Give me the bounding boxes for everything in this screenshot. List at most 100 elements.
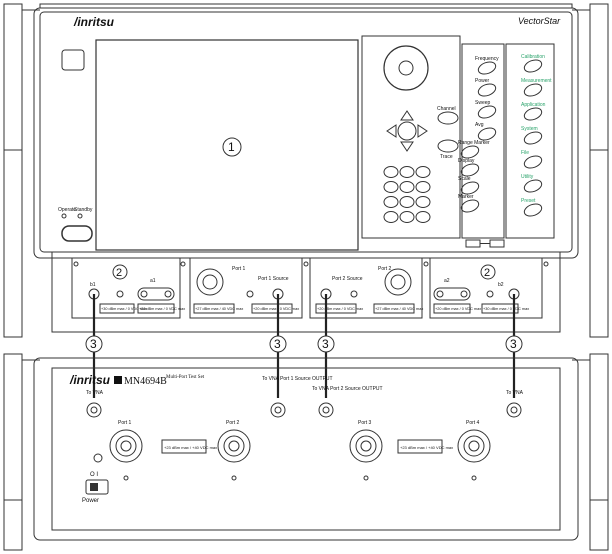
vna-port1-outer[interactable] xyxy=(196,268,224,296)
spec-a2: +20 dBm max / 0 VDC max xyxy=(435,307,481,311)
mn-port3-label: Port 3 xyxy=(358,420,372,426)
function-label: Frequency xyxy=(475,56,499,62)
system-key[interactable] xyxy=(523,82,544,98)
cable-1-callout: 3 xyxy=(90,337,97,351)
system-label: Preset xyxy=(521,198,536,204)
vna-frame xyxy=(3,3,609,338)
operate-label: Operate xyxy=(58,207,76,213)
system-key[interactable] xyxy=(523,154,544,170)
port2-source-output: To VNA Port 2 Source OUTPUT xyxy=(312,386,383,392)
mn-port4-outer[interactable] xyxy=(457,429,491,463)
system-label: Measurement xyxy=(521,78,552,84)
mn-port1-label: Port 1 xyxy=(118,420,132,426)
vna-series: VectorStar xyxy=(518,16,561,26)
marker-key[interactable] xyxy=(460,162,481,178)
warning-box-1 xyxy=(161,439,207,454)
system-key[interactable] xyxy=(523,202,544,218)
system-key[interactable] xyxy=(523,58,544,74)
mn-port3-outer[interactable] xyxy=(349,429,383,463)
keypad-key[interactable] xyxy=(415,181,431,193)
channel-key[interactable] xyxy=(437,111,459,125)
keypad-key[interactable] xyxy=(383,166,399,178)
system-key[interactable] xyxy=(523,130,544,146)
b2-label: b2 xyxy=(498,282,504,288)
mn-port1-outer[interactable] xyxy=(109,429,143,463)
keypad-key[interactable] xyxy=(399,166,415,178)
left-arrow-key[interactable] xyxy=(386,124,397,138)
system-label: Calibration xyxy=(521,54,545,60)
function-key[interactable] xyxy=(477,82,498,98)
spec-port2: +27 dBm max / 40 VDC max xyxy=(375,307,423,311)
mn-port2-source-connector[interactable] xyxy=(318,402,334,418)
indicator-right xyxy=(489,239,505,248)
system-label: File xyxy=(521,150,529,156)
function-key[interactable] xyxy=(477,104,498,120)
vna-modules xyxy=(71,257,549,319)
mn-logo-square xyxy=(114,376,122,384)
marker-key[interactable] xyxy=(460,180,481,196)
a1-jumper[interactable] xyxy=(137,287,175,301)
mn-model-sub: Multi-Port Test Set xyxy=(166,375,205,380)
trace-label: Trace xyxy=(440,154,453,160)
function-label: Avg xyxy=(475,122,484,128)
up-arrow-key[interactable] xyxy=(400,110,414,121)
a2-jumper[interactable] xyxy=(433,287,471,301)
vna-port2-outer[interactable] xyxy=(384,268,412,296)
standby-label: Standby xyxy=(74,207,93,213)
port1-source-output: To VNA Port 1 Source OUTPUT xyxy=(262,376,333,382)
callout-2-left-circle xyxy=(112,264,128,280)
marker-key[interactable] xyxy=(460,144,481,160)
function-key[interactable] xyxy=(477,60,498,76)
keypad-key[interactable] xyxy=(399,181,415,193)
rotary-knob[interactable] xyxy=(383,45,429,91)
system-key[interactable] xyxy=(523,106,544,122)
marker-key[interactable] xyxy=(460,198,481,214)
function-label: Sweep xyxy=(475,100,491,106)
indicator-left xyxy=(465,239,481,248)
b1-label: b1 xyxy=(90,282,96,288)
keypad-key[interactable] xyxy=(415,211,431,223)
callout-2-right: 2 xyxy=(484,267,490,279)
port2-label: Port 2 xyxy=(378,266,392,272)
a1-label: a1 xyxy=(150,278,156,284)
function-label: Power xyxy=(475,78,490,84)
system-label: Utility xyxy=(521,174,534,180)
mn-port2-label: Port 2 xyxy=(226,420,240,426)
mn-port1-source-connector[interactable] xyxy=(270,402,286,418)
mn-to-vna-1-connector[interactable] xyxy=(86,402,102,418)
spec-a1: +20 dBm max / 0 VDC max xyxy=(139,307,185,311)
port1-source-label: Port 1 Source xyxy=(258,276,289,282)
trace-key[interactable] xyxy=(437,139,459,153)
keypad-key[interactable] xyxy=(383,196,399,208)
keypad-key[interactable] xyxy=(415,196,431,208)
keypad-key[interactable] xyxy=(399,196,415,208)
mn-brand: /inritsu xyxy=(69,373,111,387)
vna-brand: /inritsu xyxy=(73,15,115,29)
keypad-key[interactable] xyxy=(383,211,399,223)
function-key[interactable] xyxy=(477,126,498,142)
vna-port2-inner xyxy=(390,274,406,290)
mn-frame xyxy=(3,353,609,551)
system-key[interactable] xyxy=(523,178,544,194)
callout-1-circle xyxy=(222,137,242,157)
callout-2-right-circle xyxy=(480,264,496,280)
spec-b1: +30 dBm max / 0 VDC max xyxy=(101,307,147,311)
to-vna-1: To VNA xyxy=(86,390,104,396)
mn-to-vna-4-connector[interactable] xyxy=(506,402,522,418)
down-arrow-key[interactable] xyxy=(400,141,414,152)
system-label: System xyxy=(521,126,538,132)
vna-left-controls: Operate Standby xyxy=(58,49,93,242)
mn-port2-outer[interactable] xyxy=(217,429,251,463)
keypad-key[interactable] xyxy=(383,181,399,193)
keypad-key[interactable] xyxy=(399,211,415,223)
power-switch[interactable] xyxy=(61,225,93,242)
right-arrow-key[interactable] xyxy=(417,124,428,138)
vna-keypad-area: Channel Trace xyxy=(361,35,461,239)
mn-power-switch[interactable] xyxy=(85,479,109,495)
port1-label: Port 1 xyxy=(232,266,246,272)
warning-1: +23 dBm max / +40 VDC max xyxy=(164,445,217,450)
keypad-key[interactable] xyxy=(415,166,431,178)
system-label: Application xyxy=(521,102,546,108)
enter-key[interactable] xyxy=(397,121,417,141)
